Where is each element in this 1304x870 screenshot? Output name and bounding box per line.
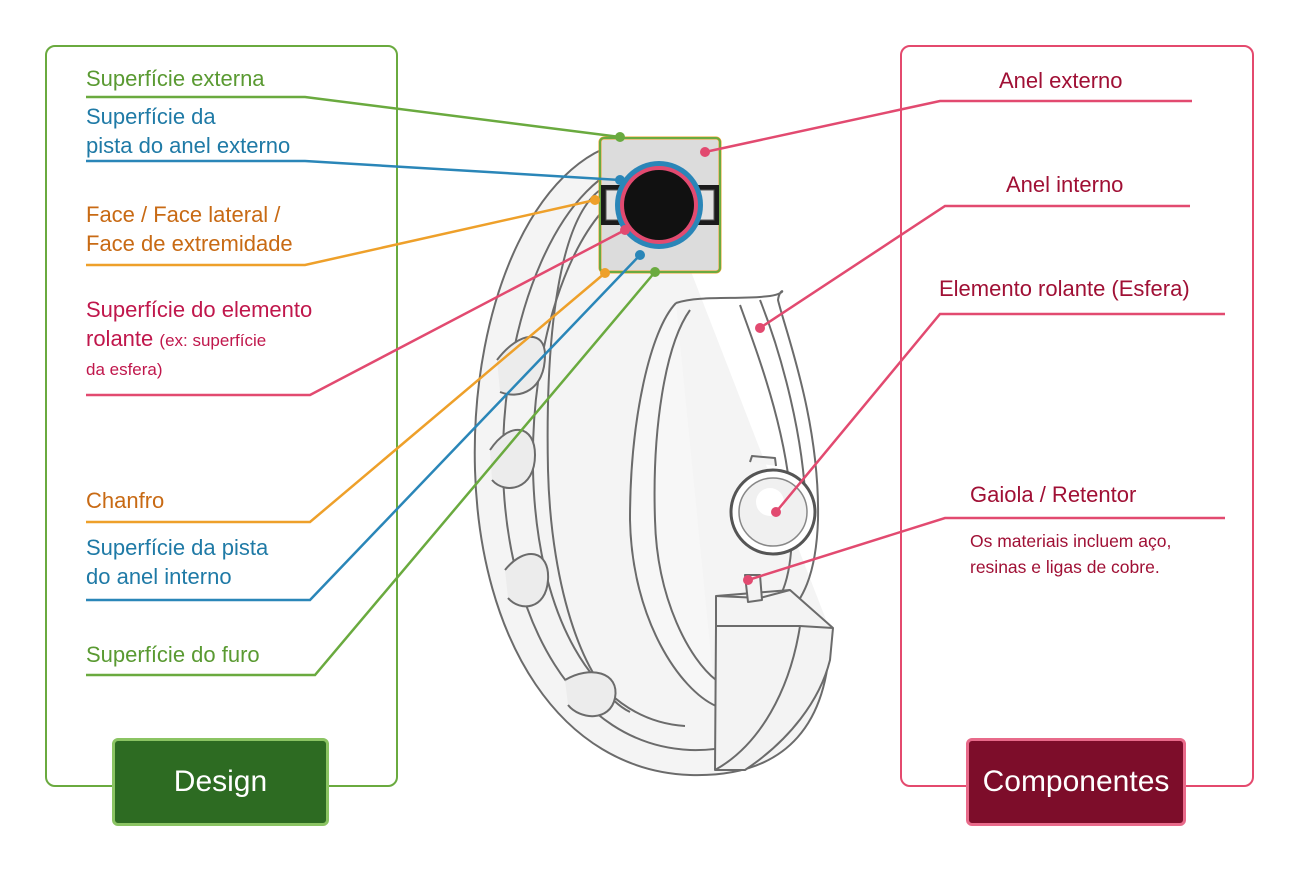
components-button[interactable]: Componentes — [966, 738, 1186, 826]
label-rolling-element: Elemento rolante (Esfera) — [939, 276, 1190, 301]
label-bore-surface: Superfície do furo — [86, 642, 260, 667]
label-chamfer: Chanfro — [86, 488, 165, 513]
label-side-face: Face / Face lateral / Face de extremidad… — [86, 202, 293, 256]
cage-block — [714, 589, 834, 771]
label-inner-raceway: Superfície da pista do anel interno — [86, 535, 269, 589]
cage-materials-note: Os materiais incluem aço, resinas e liga… — [970, 531, 1172, 577]
label-rolling-surface: Superfície do elemento rolante (ex: supe… — [86, 297, 313, 379]
components-button-label: Componentes — [982, 765, 1170, 798]
label-inner-ring: Anel interno — [1006, 172, 1124, 197]
label-outer-surface: Superfície externa — [86, 66, 265, 91]
bearing-cross-section-inset-icon — [598, 136, 722, 274]
design-button-label: Design — [173, 765, 268, 798]
inner-ring-outline — [675, 290, 820, 613]
label-outer-ring: Anel externo — [999, 68, 1123, 93]
label-outer-raceway: Superfície da pista do anel externo — [86, 104, 291, 158]
design-button[interactable]: Design — [112, 738, 329, 826]
label-cage: Gaiola / Retentor — [970, 482, 1137, 507]
